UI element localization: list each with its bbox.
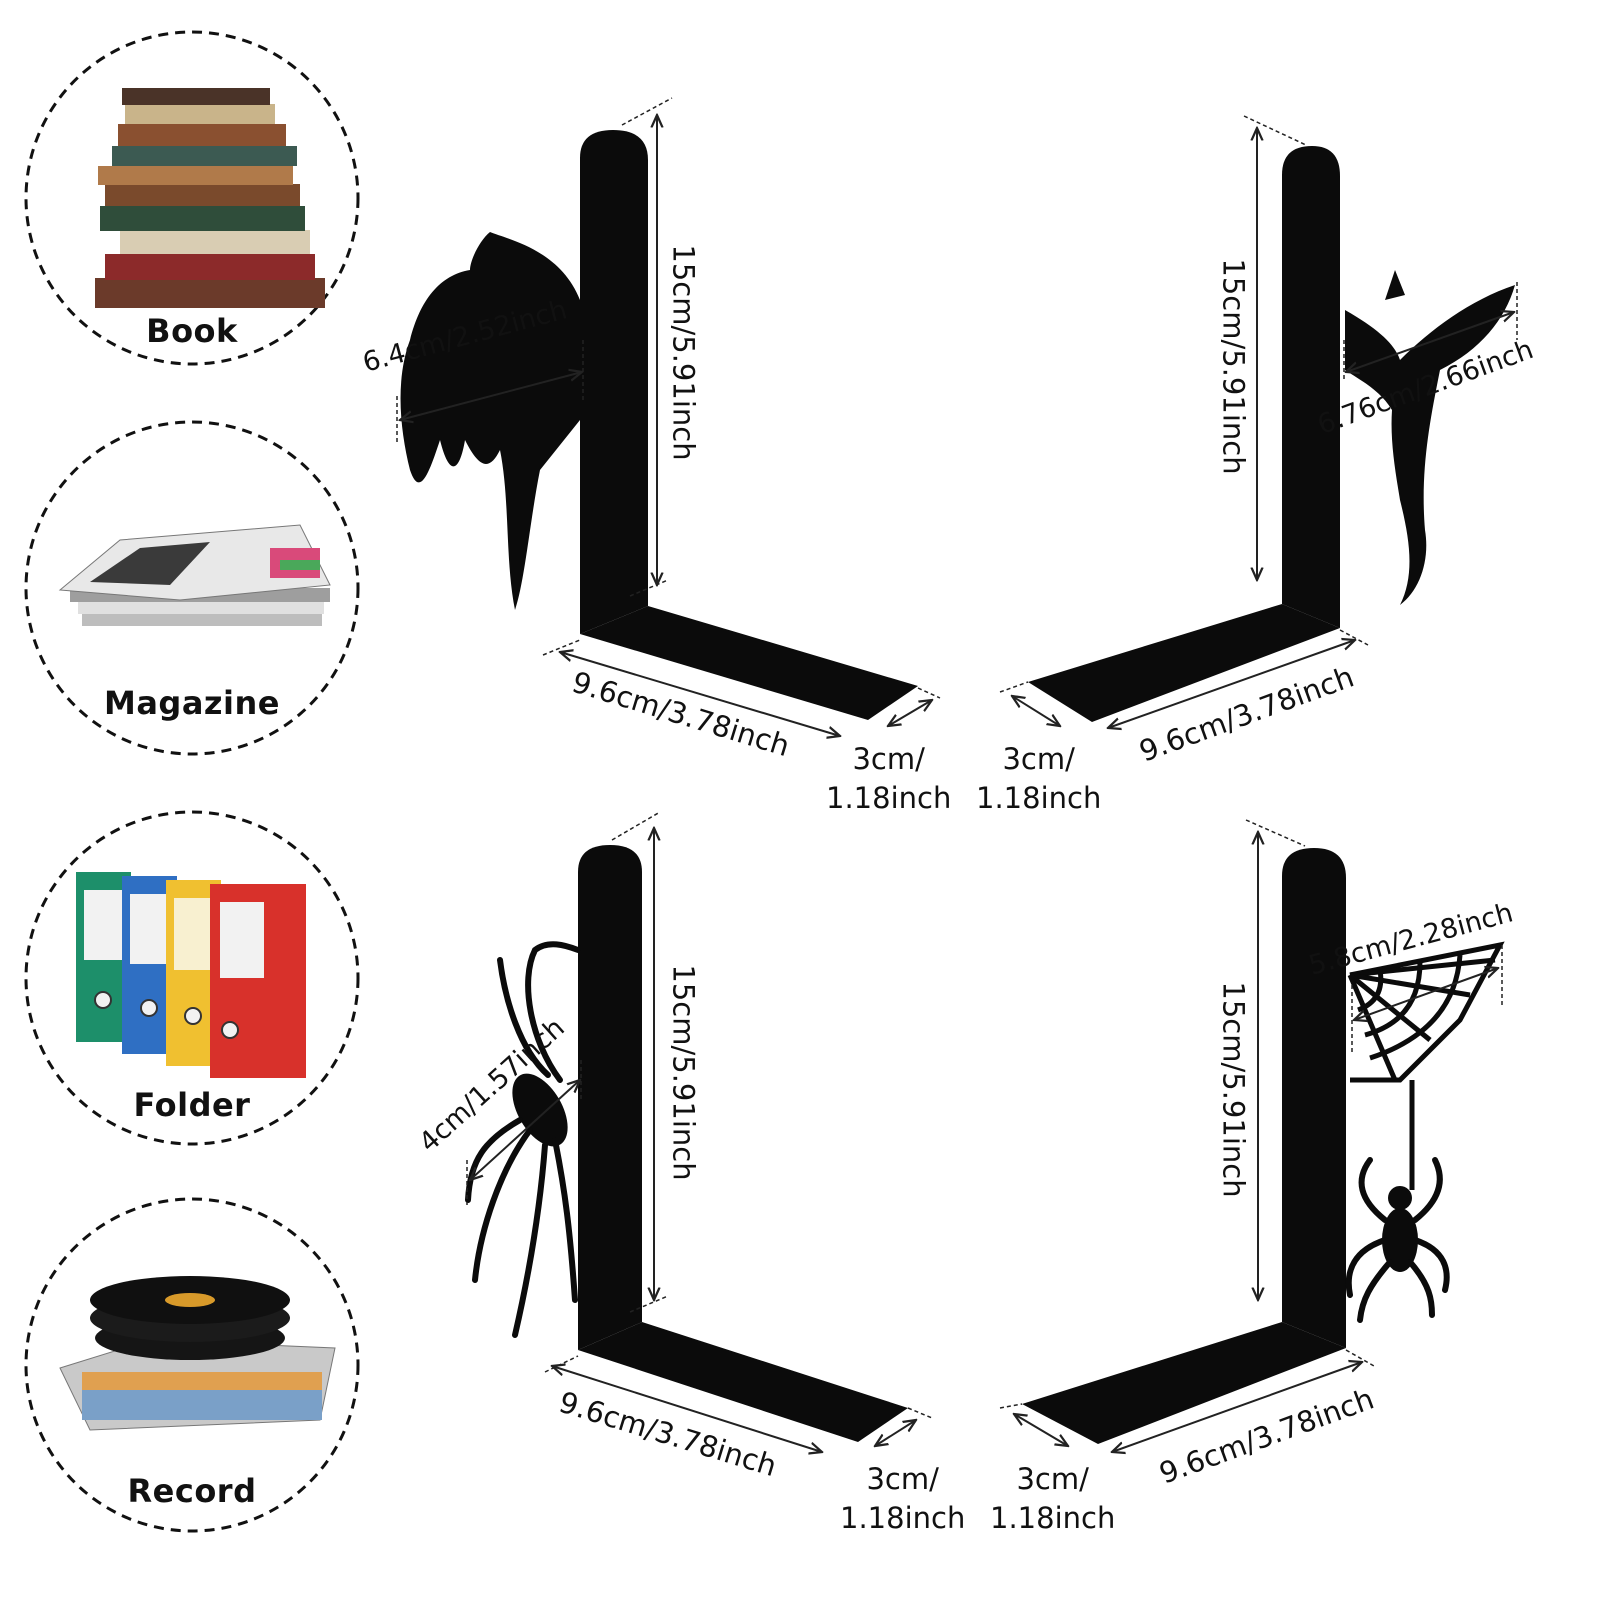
- category-label-book: Book: [146, 312, 238, 350]
- height-dimension-label: 15cm/5.91inch: [666, 244, 701, 461]
- book-stack-icon: [95, 88, 325, 308]
- width-cm-label: 3cm/: [852, 742, 925, 776]
- width-cm-label: 3cm/: [1016, 1462, 1089, 1496]
- vinyl-record-stack-icon: [59, 1276, 336, 1431]
- bookend-flying-dragon: [999, 115, 1518, 728]
- category-magazine: [24, 420, 360, 756]
- spider-silhouette-icon: [465, 941, 581, 1338]
- category-label-folder: Folder: [133, 1086, 251, 1124]
- category-folder: [24, 810, 360, 1146]
- category-record: [24, 1197, 360, 1533]
- height-dimension-label: 15cm/5.91inch: [666, 964, 701, 1181]
- bookend-dragon: [396, 97, 941, 736]
- width-cm-label: 3cm/: [1002, 742, 1075, 776]
- height-dimension-label: 15cm/5.91inch: [1216, 981, 1251, 1198]
- category-label-record: Record: [127, 1472, 257, 1510]
- bookend-spider: [465, 811, 933, 1452]
- width-dimension-label: 3cm/ 1.18inch: [976, 740, 1101, 818]
- spider-silhouette-icon: [1345, 1157, 1450, 1323]
- category-label-magazine: Magazine: [103, 684, 280, 722]
- width-inch-label: 1.18inch: [840, 1501, 966, 1536]
- width-cm-label: 3cm/: [866, 1462, 939, 1496]
- width-inch-label: 1.18inch: [826, 781, 952, 816]
- width-dimension-label: 3cm/ 1.18inch: [826, 740, 951, 818]
- height-dimension-label: 15cm/5.91inch: [1216, 258, 1251, 475]
- width-inch-label: 1.18inch: [990, 1501, 1116, 1536]
- bookend-spider-web: [999, 819, 1505, 1452]
- width-inch-label: 1.18inch: [976, 781, 1102, 816]
- width-dimension-label: 3cm/ 1.18inch: [840, 1460, 965, 1538]
- dragon-silhouette-icon: [400, 232, 580, 610]
- spider-web-icon: [1347, 941, 1505, 1190]
- magazine-stack-icon: [58, 524, 331, 626]
- category-book: [24, 30, 360, 366]
- width-dimension-label: 3cm/ 1.18inch: [990, 1460, 1115, 1538]
- folder-binders-icon: [76, 872, 306, 1078]
